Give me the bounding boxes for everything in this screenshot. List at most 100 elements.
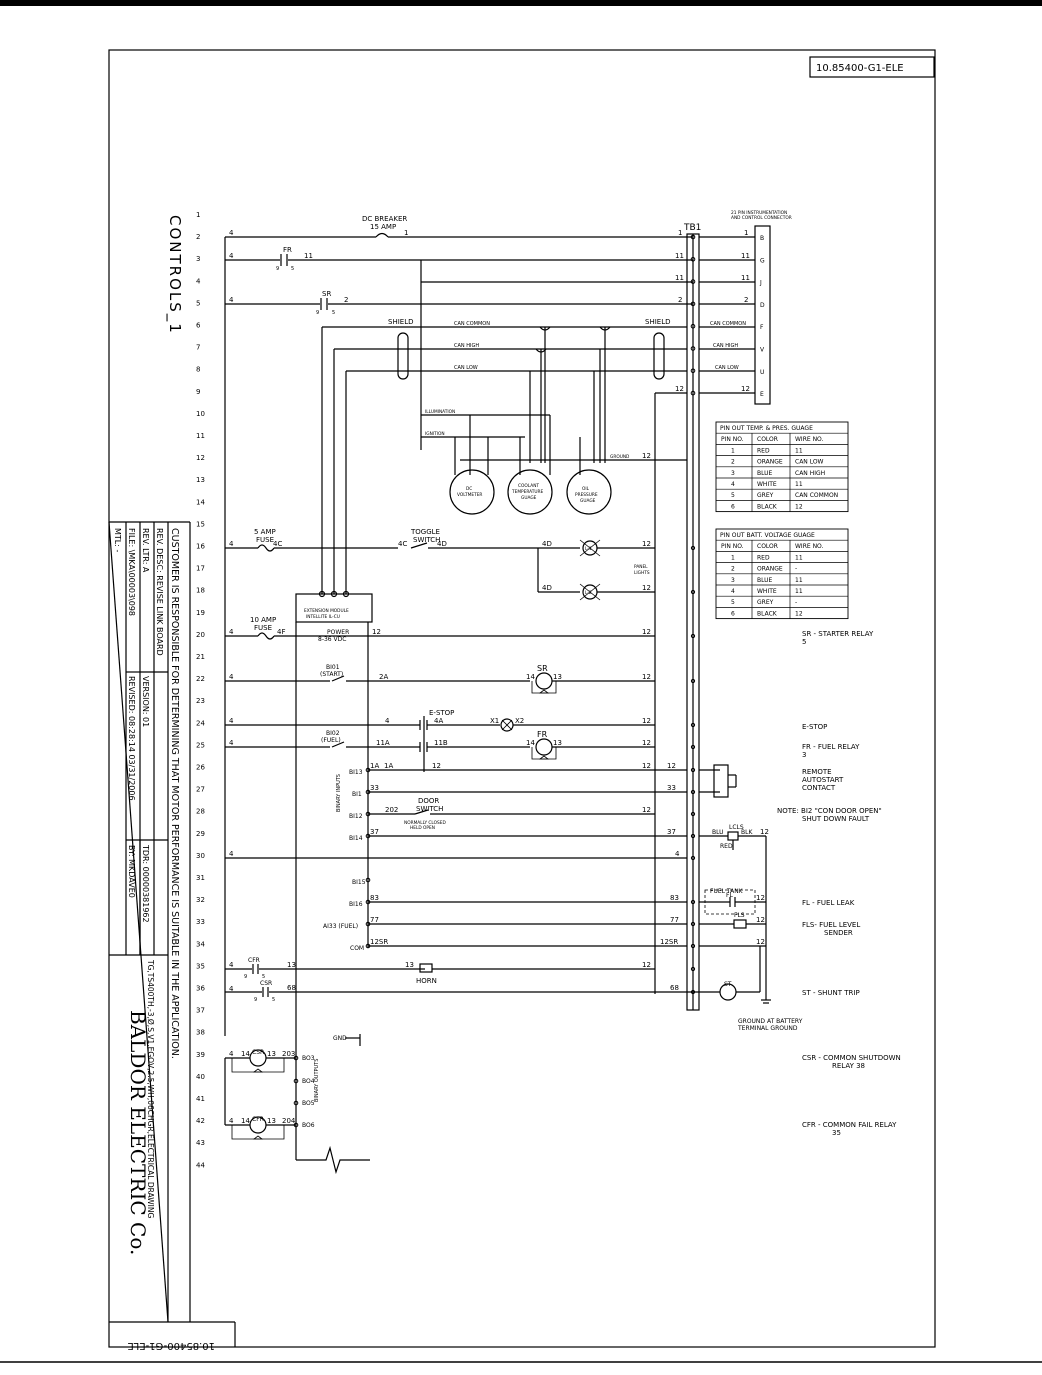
line-number: 26 bbox=[196, 764, 205, 772]
svg-text:4C: 4C bbox=[398, 540, 407, 548]
table-cell: GREY bbox=[757, 599, 774, 606]
door-switch: DOOR bbox=[418, 797, 439, 805]
table-cell: 12 bbox=[795, 503, 803, 510]
table-header: PIN NO. bbox=[721, 543, 744, 550]
line-number: 36 bbox=[196, 985, 205, 993]
connector-pin: D bbox=[760, 302, 765, 309]
shield-left: SHIELD bbox=[388, 318, 413, 326]
line-number: 40 bbox=[196, 1073, 205, 1081]
connector-pin: F bbox=[760, 324, 764, 331]
svg-text:INTELLITE IL-CU: INTELLITE IL-CU bbox=[306, 614, 340, 620]
svg-text:4A: 4A bbox=[434, 717, 443, 725]
svg-text:RED: RED bbox=[720, 843, 733, 850]
table-cell: BLACK bbox=[757, 610, 778, 617]
svg-text:37: 37 bbox=[667, 828, 676, 836]
five-amp-fuse: 5 AMP bbox=[254, 528, 276, 536]
tb-version: VERSION: 01 bbox=[141, 676, 150, 727]
svg-text:BO3: BO3 bbox=[302, 1055, 315, 1062]
ignition-label: IGNITION bbox=[425, 431, 445, 437]
table-header: COLOR bbox=[757, 543, 778, 550]
svg-text:(FUEL): (FUEL) bbox=[321, 737, 341, 744]
svg-text:12SR: 12SR bbox=[660, 938, 678, 946]
fr-coil bbox=[535, 738, 553, 756]
svg-text:BO5: BO5 bbox=[302, 1100, 315, 1107]
connector-pin: B bbox=[760, 235, 764, 242]
drawing-frame bbox=[108, 49, 936, 1348]
svg-text:4C: 4C bbox=[273, 540, 282, 548]
tb-mtl: MTL: - bbox=[113, 528, 122, 552]
line-number: 11 bbox=[196, 432, 205, 440]
svg-text:FL - FUEL LEAK: FL - FUEL LEAK bbox=[802, 899, 855, 907]
line-number: 23 bbox=[196, 697, 205, 705]
svg-text:12: 12 bbox=[667, 762, 676, 770]
svg-text:4D: 4D bbox=[437, 540, 447, 548]
line-number: 30 bbox=[196, 852, 205, 860]
shield-right: SHIELD bbox=[645, 318, 670, 326]
svg-text:9: 9 bbox=[244, 974, 247, 980]
extension-module bbox=[295, 593, 373, 623]
table-cell: 11 bbox=[795, 577, 803, 584]
svg-text:OIL: OIL bbox=[582, 486, 590, 492]
line-number: 5 bbox=[196, 299, 200, 307]
svg-text:HELD OPEN: HELD OPEN bbox=[410, 825, 435, 831]
svg-text:BLU: BLU bbox=[712, 829, 724, 836]
table-cell: 6 bbox=[731, 610, 735, 617]
tb-tdr: TDR: 00000381962 bbox=[141, 844, 150, 923]
svg-text:DC: DC bbox=[466, 486, 472, 492]
line-number: 22 bbox=[196, 675, 205, 683]
drawing-number-bottom: 10.85400-G1-ELE bbox=[127, 1340, 215, 1351]
svg-text:FUSE: FUSE bbox=[254, 624, 272, 632]
svg-text:12: 12 bbox=[642, 452, 651, 460]
svg-text:12SR: 12SR bbox=[370, 938, 388, 946]
disclaimer: CUSTOMER IS RESPONSIBLE FOR DETERMINING … bbox=[169, 528, 180, 1059]
svg-text:9: 9 bbox=[316, 310, 319, 316]
connector-title: 21 PIN INSTRUMENTATION bbox=[731, 210, 787, 216]
svg-text:SR: SR bbox=[322, 290, 331, 298]
svg-text:4D: 4D bbox=[542, 540, 552, 548]
svg-text:3: 3 bbox=[802, 751, 806, 759]
svg-text:CFR - COMMON FAIL RELAY: CFR - COMMON FAIL RELAY bbox=[802, 1121, 897, 1129]
svg-text:68: 68 bbox=[670, 984, 679, 992]
drawing-number-top: 10.85400-G1-ELE bbox=[816, 63, 904, 74]
svg-text:11: 11 bbox=[741, 252, 750, 260]
svg-text:13: 13 bbox=[287, 961, 296, 969]
line-number: 41 bbox=[196, 1095, 205, 1103]
svg-text:4: 4 bbox=[229, 717, 234, 725]
table-cell: 2 bbox=[731, 566, 735, 573]
line-number: 39 bbox=[196, 1051, 205, 1059]
svg-text:5: 5 bbox=[272, 997, 275, 1003]
svg-text:5: 5 bbox=[802, 638, 806, 646]
table-cell: CAN COMMON bbox=[795, 492, 838, 499]
tb-rev-desc: REV. DESC: REVISE LINK BOARD bbox=[155, 528, 164, 656]
table-cell: CAN LOW bbox=[795, 459, 824, 466]
svg-text:FUSE: FUSE bbox=[256, 536, 274, 544]
drawing-file-name: TG,TS400TH,-3,Ø,S,V1,EGOV,2.5,WH,06CHGR,… bbox=[146, 959, 155, 1219]
svg-text:14: 14 bbox=[241, 1050, 250, 1058]
illumination-label: ILLUMINATION bbox=[425, 409, 455, 415]
line-number: 21 bbox=[196, 653, 205, 661]
tb-by: BY: MKDAVE0 bbox=[127, 845, 136, 898]
svg-text:14: 14 bbox=[241, 1117, 250, 1125]
svg-text:4: 4 bbox=[229, 1050, 234, 1058]
svg-text:37: 37 bbox=[370, 828, 379, 836]
svg-text:12: 12 bbox=[642, 540, 651, 548]
table-cell: 3 bbox=[731, 470, 735, 477]
svg-text:5: 5 bbox=[291, 266, 294, 272]
ground-label: GROUND bbox=[610, 454, 630, 460]
table-title: PIN OUT BATT. VOLTAGE GUAGE bbox=[720, 532, 815, 539]
svg-text:SWITCH: SWITCH bbox=[416, 805, 443, 813]
table-cell: RED bbox=[757, 447, 770, 454]
svg-text:35: 35 bbox=[832, 1129, 841, 1137]
svg-text:11B: 11B bbox=[434, 739, 448, 747]
svg-text:2: 2 bbox=[344, 296, 348, 304]
dc-breaker-amp: 15 AMP bbox=[370, 223, 396, 231]
sheet-title: CONTROLS_1 bbox=[165, 215, 184, 335]
table-cell: 11 bbox=[795, 447, 803, 454]
line-number: 15 bbox=[196, 520, 205, 528]
svg-text:4: 4 bbox=[229, 252, 234, 260]
svg-text:1: 1 bbox=[404, 229, 408, 237]
bi01-start: BI01 bbox=[326, 664, 340, 671]
svg-text:BI13: BI13 bbox=[349, 769, 363, 776]
svg-text:12: 12 bbox=[756, 894, 765, 902]
